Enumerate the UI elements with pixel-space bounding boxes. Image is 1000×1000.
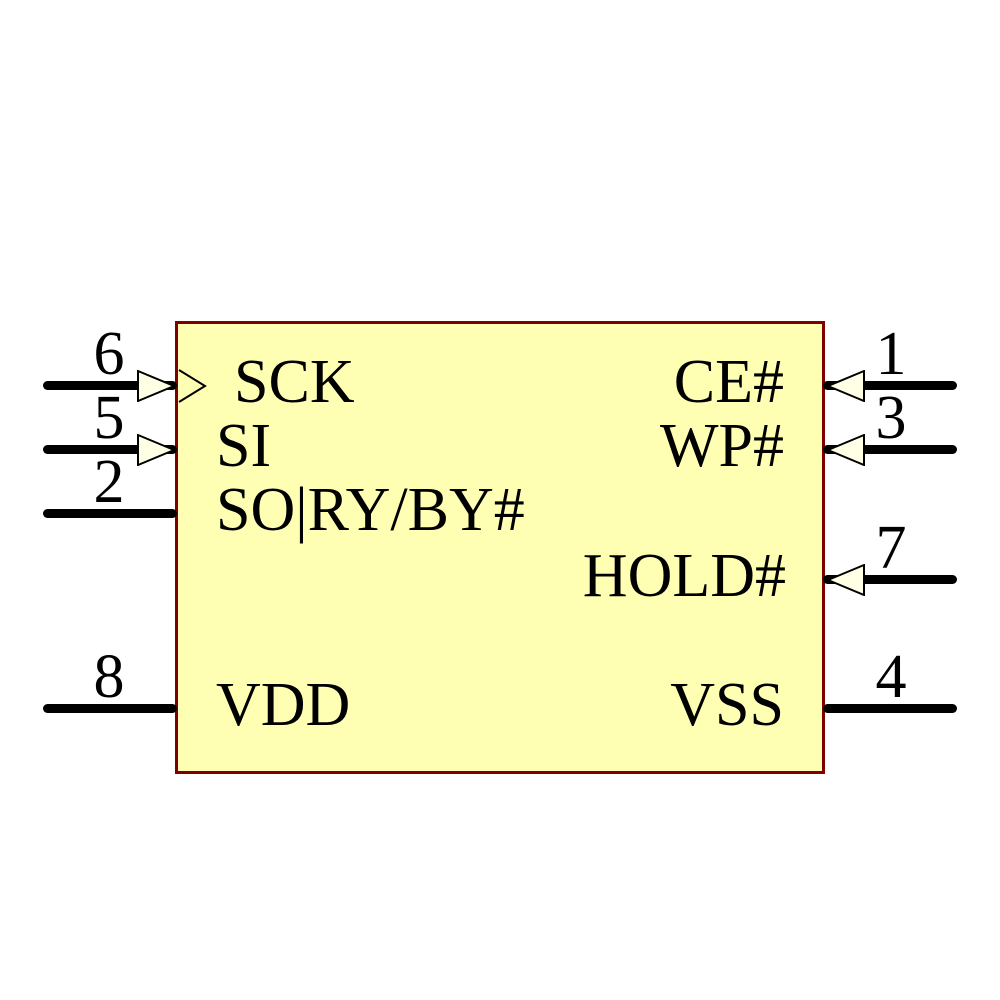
- pin-wire-4[interactable]: [823, 704, 957, 713]
- pin-wire-2[interactable]: [43, 509, 177, 518]
- pin-number-1: 1: [875, 320, 907, 388]
- pin-label-vdd: VDD: [216, 671, 351, 739]
- input-arrow-icon: [827, 564, 865, 596]
- pin-wire-6[interactable]: [43, 381, 177, 390]
- pin-number-5: 5: [93, 384, 125, 452]
- pin-number-4: 4: [875, 643, 907, 711]
- pin-label-si: SI: [216, 412, 272, 480]
- pin-number-3: 3: [875, 384, 907, 452]
- pin-wire-1[interactable]: [823, 381, 957, 390]
- pin-number-6: 6: [93, 320, 125, 388]
- pin-label-ce: CE#: [673, 348, 784, 416]
- input-arrow-icon: [827, 370, 865, 402]
- pin-label-so-ry-by: SO|RY/BY#: [216, 476, 525, 544]
- pin-label-hold: HOLD#: [582, 542, 786, 610]
- input-arrow-icon: [137, 434, 175, 466]
- input-arrow-icon: [827, 434, 865, 466]
- pin-label-sck: SCK: [234, 348, 355, 416]
- clock-input-icon: [178, 369, 207, 403]
- pin-number-7: 7: [875, 514, 907, 582]
- input-arrow-icon: [137, 370, 175, 402]
- pin-label-wp: WP#: [660, 412, 784, 480]
- pin-number-2: 2: [93, 448, 125, 516]
- pin-wire-8[interactable]: [43, 704, 177, 713]
- pin-label-vss: VSS: [670, 671, 784, 739]
- pin-wire-5[interactable]: [43, 445, 177, 454]
- ic-symbol-body[interactable]: [175, 321, 825, 774]
- pin-wire-3[interactable]: [823, 445, 957, 454]
- pin-wire-7[interactable]: [823, 575, 957, 584]
- pin-number-8: 8: [93, 643, 125, 711]
